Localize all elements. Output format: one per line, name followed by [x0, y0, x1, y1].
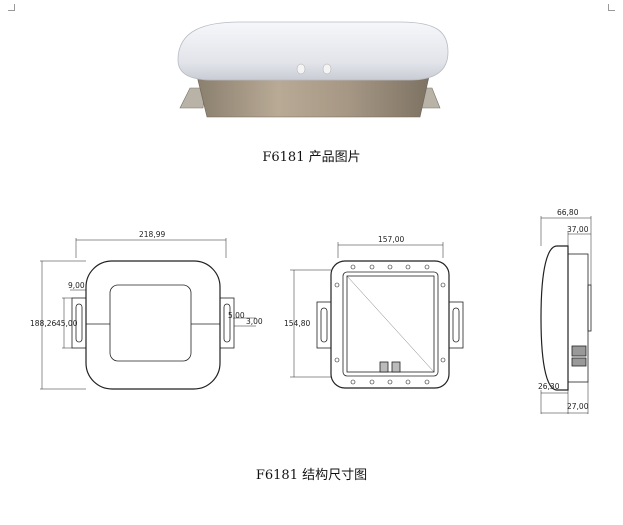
slot-len-label: 3,00 — [246, 317, 263, 326]
side-housing-label: 37,00 — [567, 225, 589, 234]
led-indicator — [296, 63, 306, 75]
back-width-label: 157,00 — [378, 235, 404, 244]
side-base-depth-label: 27,00 — [567, 402, 589, 411]
front-width-label: 218,99 — [139, 230, 165, 239]
radome — [177, 21, 449, 81]
photo-caption: F6181 产品图片 — [262, 150, 361, 165]
front-view — [40, 238, 256, 390]
bracket-height-label: 45,00 — [56, 319, 78, 328]
crop-mark-left — [8, 4, 15, 11]
slot-width-label: 5,00 — [228, 311, 245, 320]
side-depth-label: 66,80 — [557, 208, 579, 217]
led-indicator — [322, 63, 332, 75]
drawing-caption: F6181 结构尺寸图 — [255, 468, 368, 483]
side-view — [540, 216, 592, 414]
back-height-label: 154,80 — [284, 319, 310, 328]
side-base-label: 26,30 — [538, 382, 560, 391]
bracket-gap-label: 9,00 — [68, 281, 85, 290]
front-height-label: 188,26 — [30, 319, 56, 328]
crop-mark-right — [608, 4, 615, 11]
back-view — [290, 242, 464, 389]
